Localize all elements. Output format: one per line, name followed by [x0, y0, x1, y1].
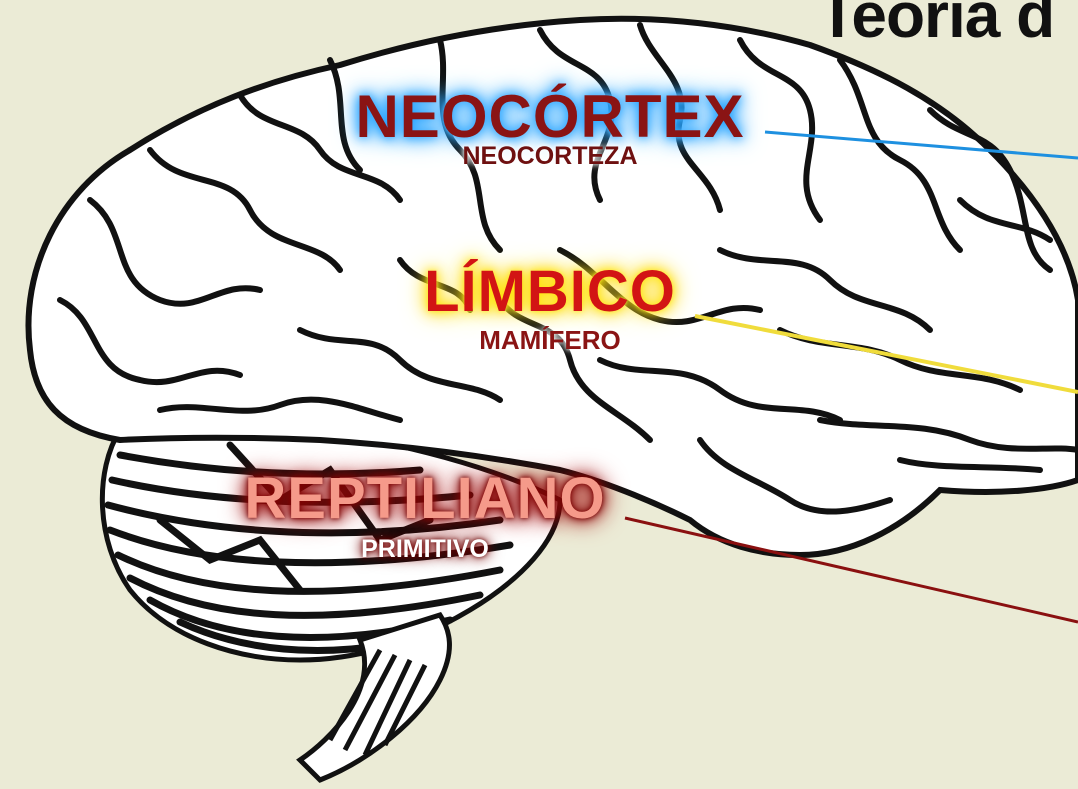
- reptilian-connector-line: [624, 516, 1078, 624]
- neocortex-sublabel: NEOCORTEZA: [462, 142, 638, 170]
- brain-stem: [296, 612, 452, 783]
- neocortex-connector-line: [764, 130, 1078, 160]
- limbic-label: LÍMBICO: [424, 259, 676, 324]
- limbic-connector-line: [694, 314, 1078, 394]
- connector-lines: [624, 130, 1078, 624]
- cerebellum: [99, 423, 563, 663]
- cerebrum: [25, 15, 1078, 559]
- reptilian-label: REPTILIANO: [244, 466, 606, 531]
- page-title: Teoría d: [818, 0, 1055, 51]
- limbic-sublabel: MAMÍFERO: [479, 325, 621, 355]
- neocortex-label: NEOCÓRTEX: [355, 83, 745, 150]
- reptilian-sublabel: PRIMITIVO: [361, 535, 489, 563]
